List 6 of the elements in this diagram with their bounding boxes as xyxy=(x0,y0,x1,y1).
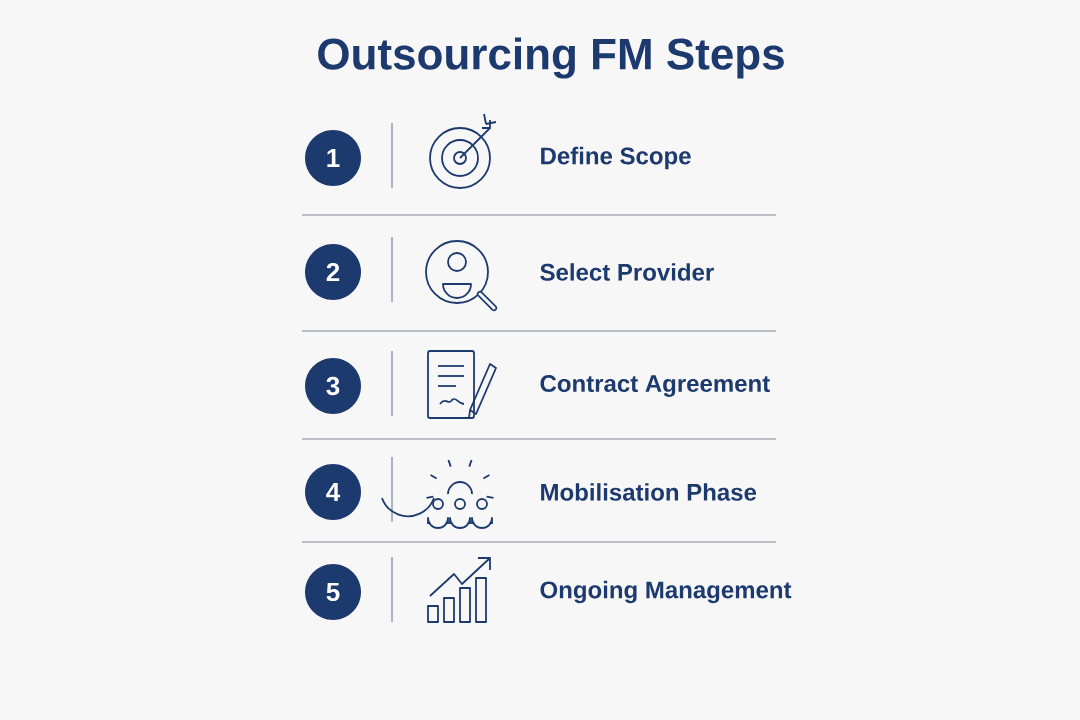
step-label: Define Scope xyxy=(541,146,691,170)
step-label: Ongoing Management xyxy=(540,580,792,604)
step-label: Select Provider xyxy=(540,263,714,281)
step-label: Contract Agreement xyxy=(540,375,770,397)
title: Outsourcing FM Steps xyxy=(318,37,784,79)
step-label: Mobilisation Phase xyxy=(541,483,757,501)
